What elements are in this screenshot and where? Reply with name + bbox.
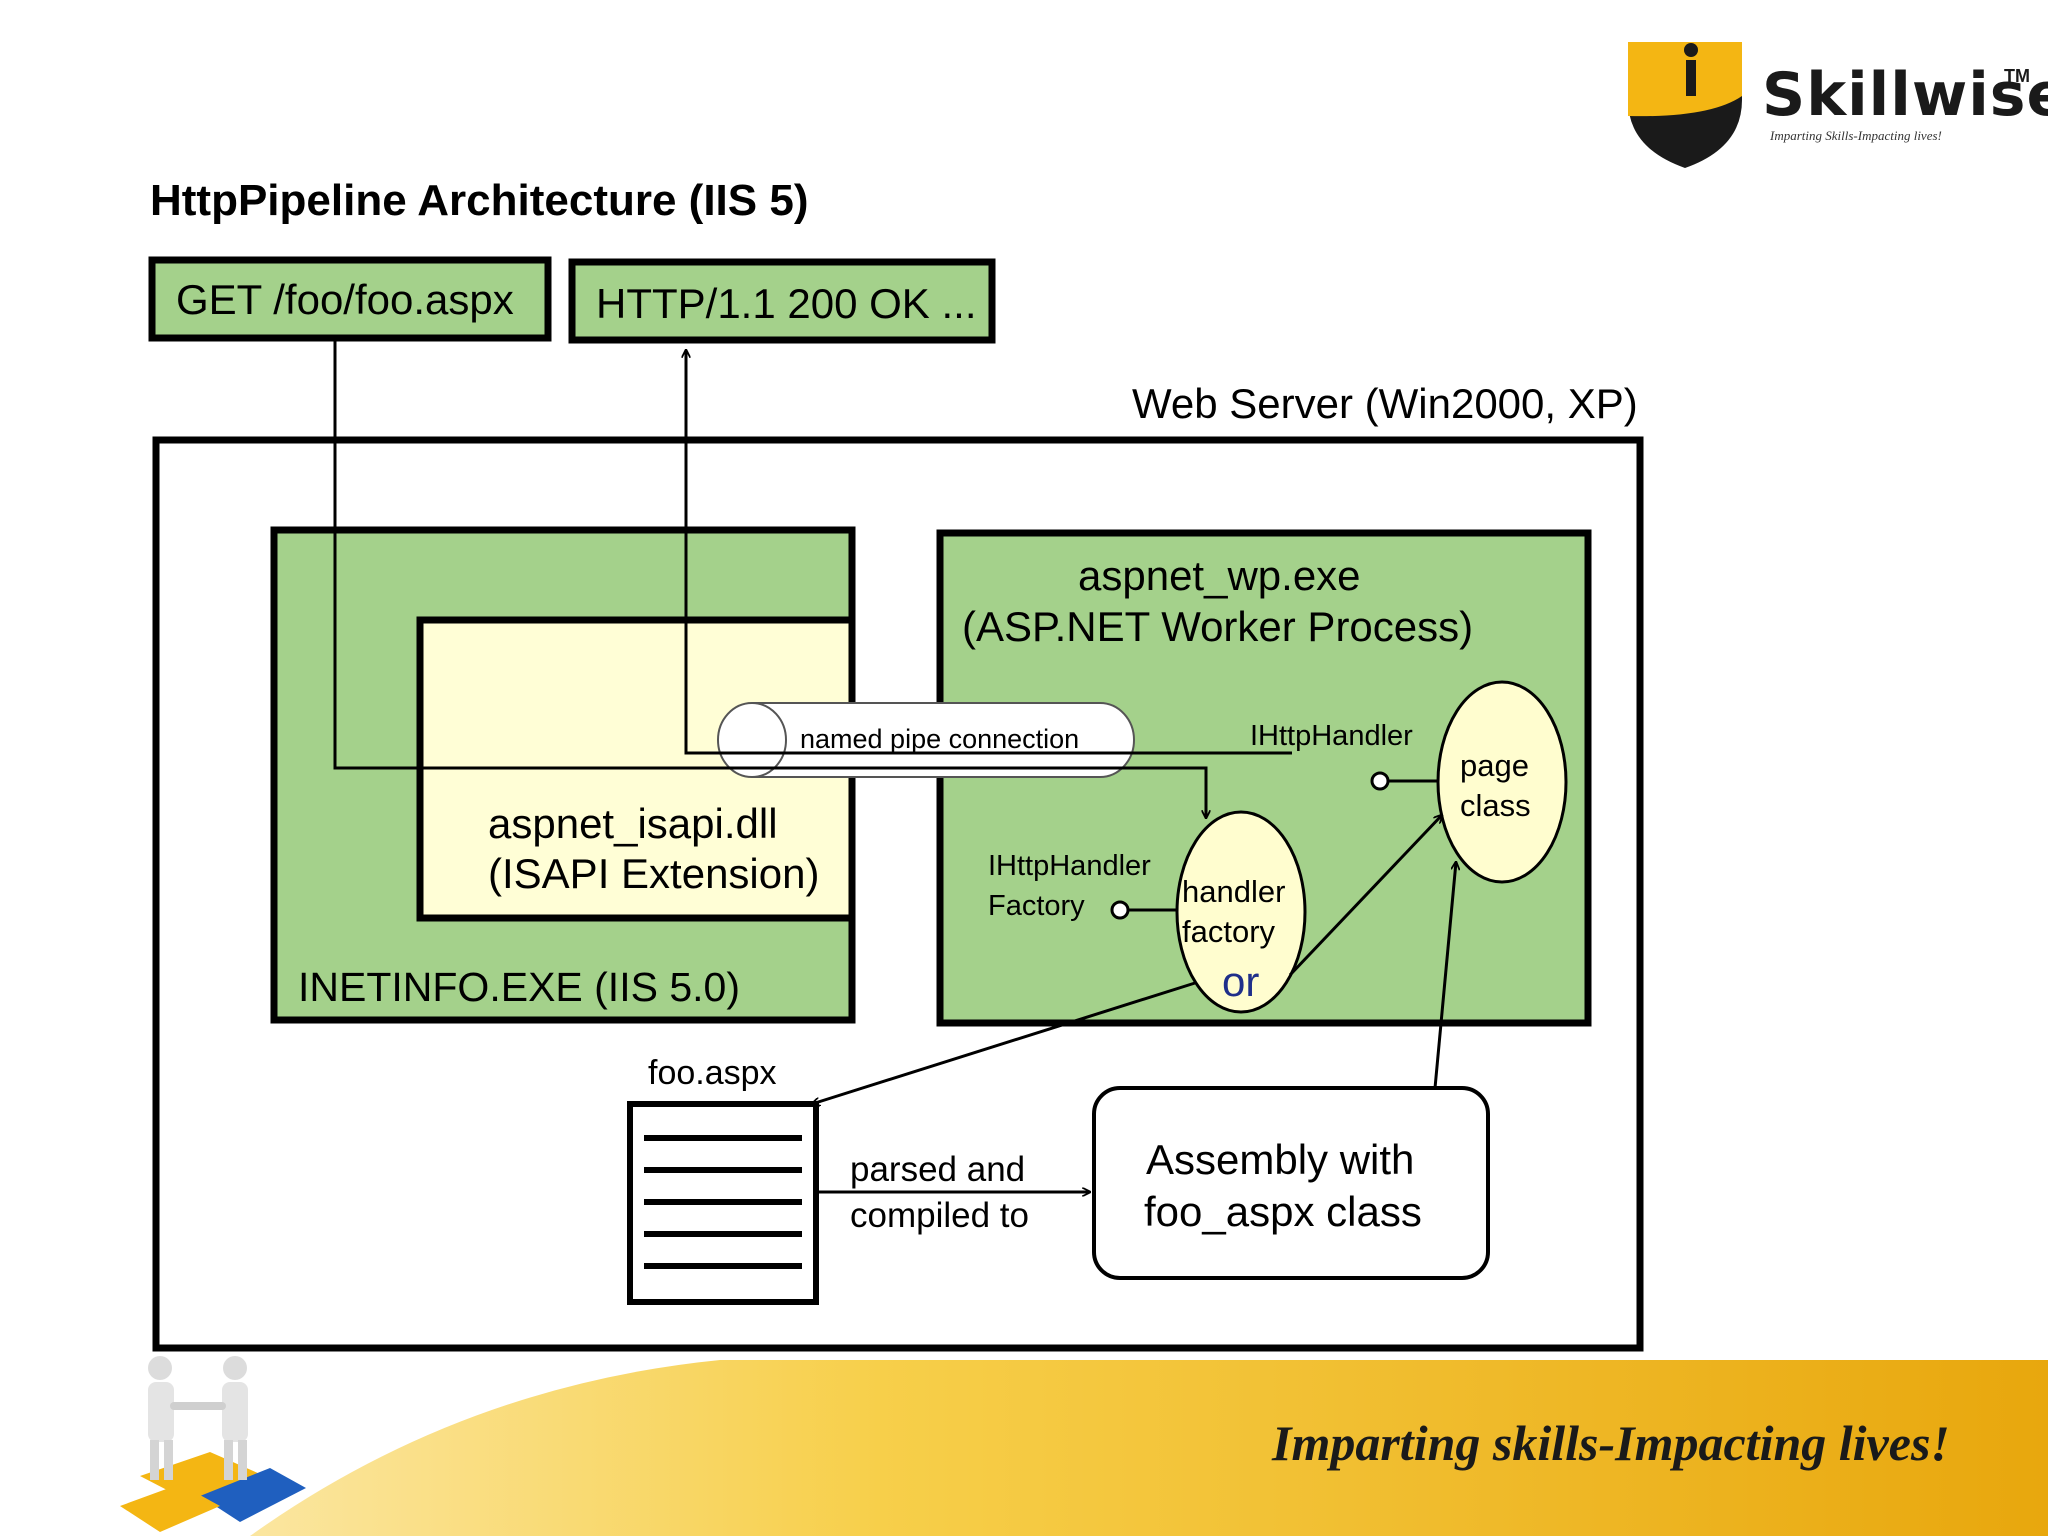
assembly-label-line2: foo_aspx class bbox=[1144, 1188, 1422, 1235]
web-server-label: Web Server (Win2000, XP) bbox=[1132, 380, 1638, 427]
response-flow-line bbox=[686, 350, 1292, 755]
shield-icon bbox=[1628, 42, 1742, 168]
pipe-end bbox=[717, 702, 787, 778]
request-label: GET /foo/foo.aspx bbox=[176, 276, 514, 323]
handler-interface-lollipop bbox=[1370, 771, 1390, 791]
isapi-label-line2: (ISAPI Extension) bbox=[488, 850, 820, 897]
named-pipe bbox=[752, 702, 1135, 778]
response-box bbox=[568, 258, 996, 344]
logo-wordmark: Skillwise bbox=[1762, 60, 2048, 130]
page-class-label-line1: page bbox=[1460, 748, 1529, 783]
web-server-box bbox=[152, 436, 1644, 1352]
compile-label-line2: compiled to bbox=[850, 1196, 1029, 1235]
page-title: HttpPipeline Architecture (IIS 5) bbox=[150, 176, 809, 225]
pipe-label: named pipe connection bbox=[800, 724, 1080, 754]
footer-gold-shape bbox=[250, 1360, 2048, 1536]
handler-factory-label-line2: factory bbox=[1182, 914, 1276, 949]
handler-factory-node bbox=[1175, 810, 1307, 1014]
page-class-label-line2: class bbox=[1460, 788, 1531, 823]
assembly-box bbox=[1092, 1086, 1490, 1280]
logo-tagline: Imparting Skills-Impacting lives! bbox=[1770, 128, 1942, 143]
factory-interface-lollipop bbox=[1110, 900, 1130, 920]
inetinfo-label: INETINFO.EXE (IIS 5.0) bbox=[298, 964, 740, 1010]
response-label: HTTP/1.1 200 OK ... bbox=[596, 280, 977, 327]
assembly-to-page-arrow bbox=[1433, 862, 1456, 1089]
factory-to-file-arrow bbox=[812, 981, 1196, 1104]
skillwise-logo bbox=[1620, 30, 2040, 170]
teamwork-puzzle-icon bbox=[120, 1356, 306, 1532]
handler-factory-label-line1: handler bbox=[1182, 874, 1286, 909]
request-flow-line bbox=[333, 338, 1206, 818]
compile-label-line1: parsed and bbox=[850, 1150, 1026, 1189]
factory-interface-label-line1: IHttpHandler bbox=[988, 850, 1151, 882]
file-label: foo.aspx bbox=[648, 1054, 777, 1092]
logo-trademark: TM bbox=[2004, 66, 2030, 86]
assembly-label-line1: Assembly with bbox=[1146, 1136, 1415, 1183]
footer-band bbox=[250, 1360, 2048, 1536]
or-label: or bbox=[1222, 958, 1260, 1005]
request-box bbox=[148, 256, 552, 342]
worker-label-line1: aspnet_wp.exe bbox=[1078, 552, 1361, 599]
worker-label-line2: (ASP.NET Worker Process) bbox=[962, 603, 1474, 650]
isapi-label-line1: aspnet_isapi.dll bbox=[488, 800, 778, 847]
factory-interface-label-line2: Factory bbox=[988, 890, 1085, 922]
factory-to-page-arrow bbox=[1288, 815, 1442, 977]
footer-slogan: Imparting skills-Impacting lives! bbox=[1272, 1415, 1950, 1471]
ihttphandler-label: IHttpHandler bbox=[1250, 720, 1413, 752]
